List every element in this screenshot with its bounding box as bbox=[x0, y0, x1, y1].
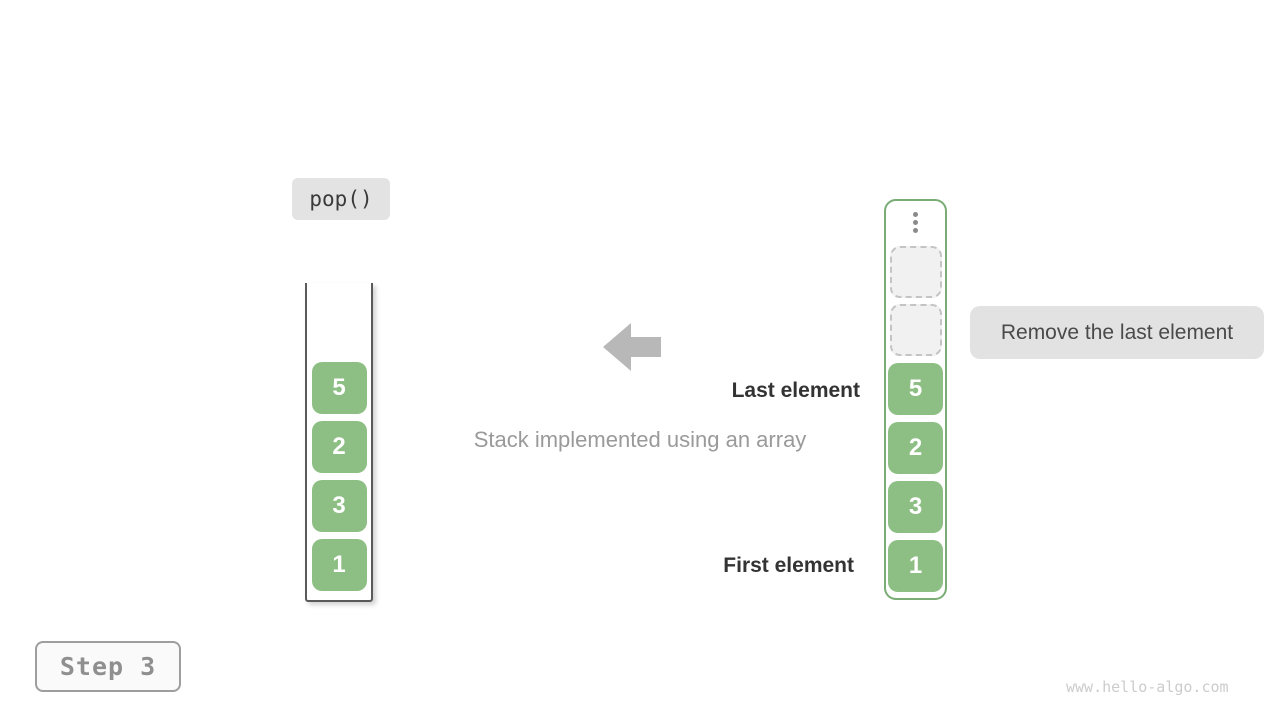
array-element: 1 bbox=[888, 540, 943, 592]
stack-element: 2 bbox=[311, 421, 367, 473]
empty-array-slot bbox=[889, 304, 942, 356]
diagram-caption: Stack implemented using an array bbox=[473, 427, 807, 452]
stack-element: 3 bbox=[311, 480, 367, 532]
stack-container: 5 2 3 1 bbox=[305, 283, 373, 602]
step-badge: Step 3 bbox=[35, 641, 181, 692]
stack-element: 5 bbox=[311, 362, 367, 414]
array-container: 5 2 3 1 bbox=[884, 199, 947, 600]
ellipsis-icon bbox=[913, 212, 918, 233]
arrow-left-icon bbox=[603, 323, 661, 371]
array-element: 3 bbox=[888, 481, 943, 533]
last-element-label: Last element bbox=[731, 379, 860, 402]
empty-array-slot bbox=[889, 246, 942, 298]
operation-label: pop() bbox=[292, 178, 390, 220]
watermark: www.hello-algo.com bbox=[1066, 678, 1229, 696]
remove-tooltip: Remove the last element bbox=[970, 306, 1264, 359]
array-element: 2 bbox=[888, 422, 943, 474]
array-element: 5 bbox=[888, 363, 943, 415]
first-element-label: First element bbox=[723, 554, 854, 577]
stack-element: 1 bbox=[311, 539, 367, 591]
